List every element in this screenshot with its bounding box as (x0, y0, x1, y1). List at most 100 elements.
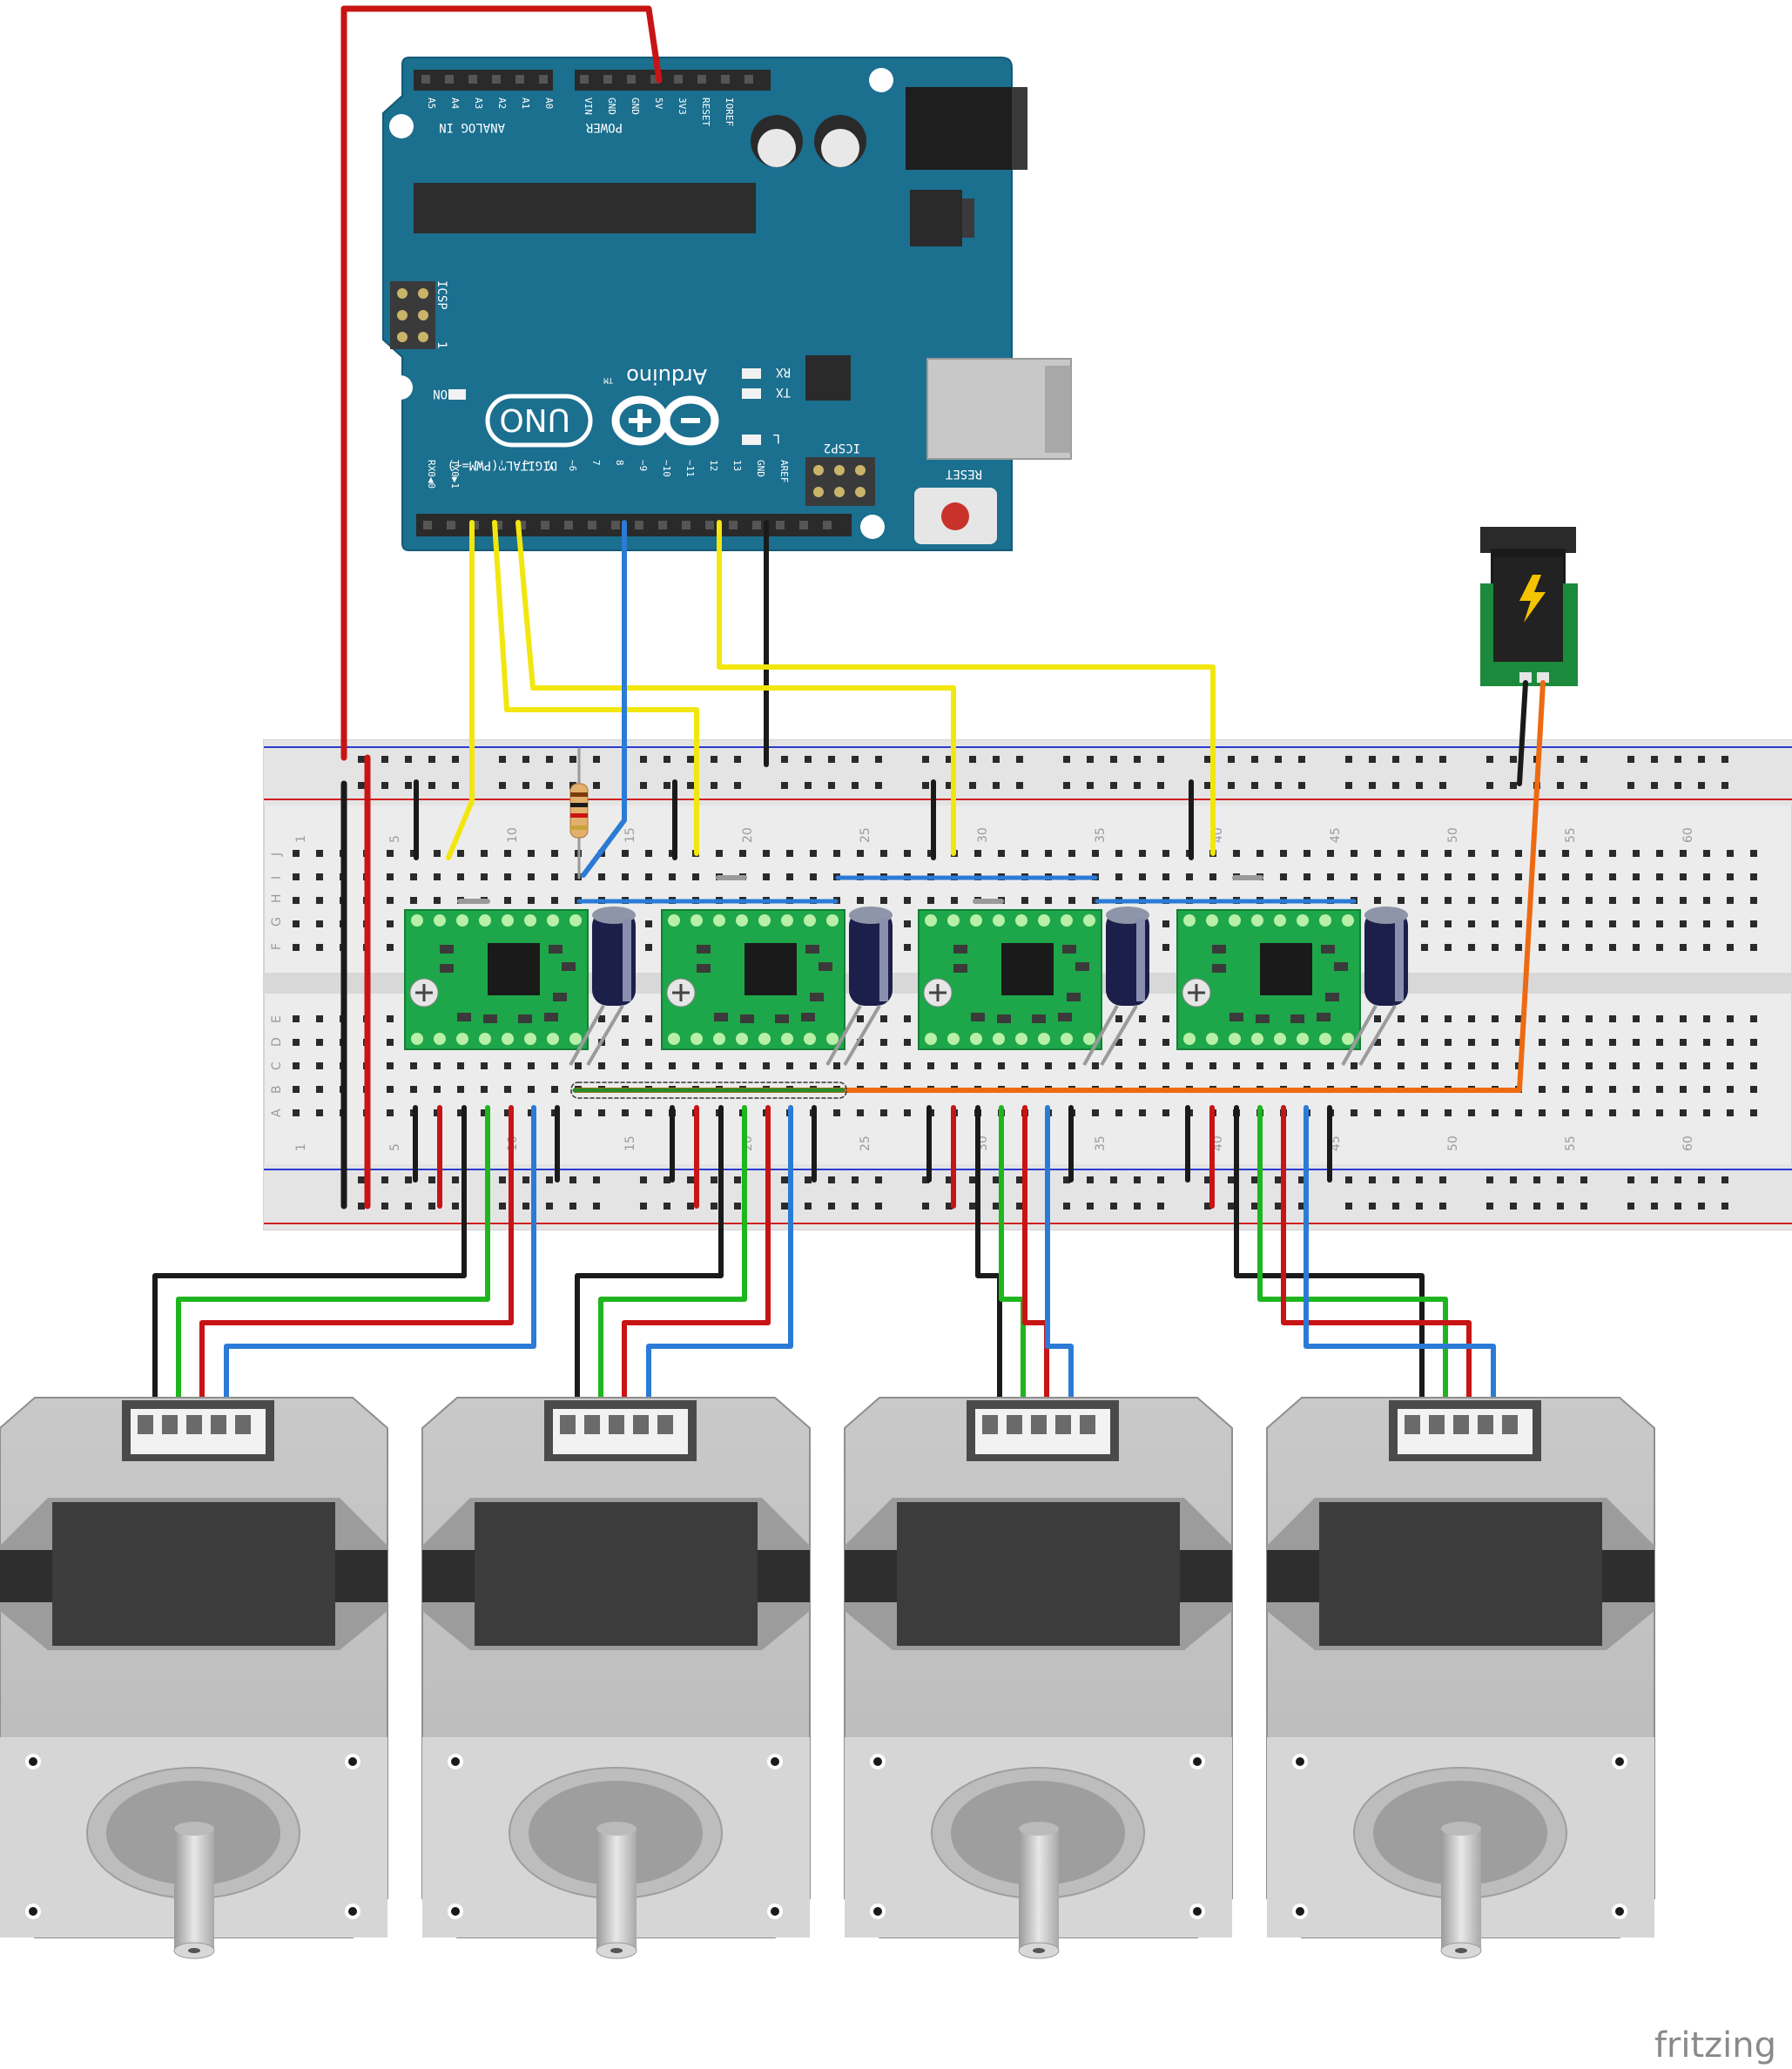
rail-hole (1134, 782, 1141, 789)
analog-pin-label: A5 (426, 98, 437, 109)
header-pin (627, 75, 636, 84)
breadboard-hole (622, 1062, 629, 1069)
rail-hole (1721, 1203, 1728, 1210)
breadboard-hole (1445, 920, 1452, 927)
rail-hole (664, 782, 670, 789)
breadboard-hole (528, 873, 535, 880)
breadboard-hole (880, 897, 887, 904)
rail-hole (428, 1203, 435, 1210)
breadboard-hole (1256, 850, 1263, 857)
rail-hole (1251, 756, 1258, 763)
digital-pin-label: 4 (520, 460, 531, 466)
breadboard-hole (481, 873, 488, 880)
rail-hole (1157, 782, 1164, 789)
breadboard-hole (387, 920, 394, 927)
breadboard-hole (1680, 944, 1687, 951)
breadboard-hole (880, 1109, 887, 1116)
rail-hole (1392, 1203, 1399, 1210)
row-number-top-60: 60 (1681, 827, 1695, 843)
breadboard-hole (410, 873, 417, 880)
power-pin-label: GND (606, 98, 617, 115)
row-letter-F: F (270, 943, 284, 950)
breadboard-hole (1515, 944, 1522, 951)
breadboard-hole (998, 1062, 1005, 1069)
breadboard-hole (1562, 944, 1569, 951)
header-pin (494, 521, 502, 529)
motor-coil-wire (1045, 1105, 1074, 1418)
breadboard-hole (1703, 1015, 1710, 1022)
rail-hole (1439, 756, 1446, 763)
breadboard-hole (387, 897, 394, 904)
breadboard-hole (316, 850, 323, 857)
breadboard-hole (974, 850, 981, 857)
mount-hole (1615, 1757, 1624, 1766)
breadboard-hole (1633, 920, 1640, 927)
breadboard-hole (1468, 944, 1475, 951)
wire-yellow-pin2 (446, 520, 475, 860)
breadboard-hole (1374, 1039, 1381, 1046)
rail-hole (546, 1176, 553, 1183)
breadboard-hole (716, 1062, 723, 1069)
mount-hole (451, 1757, 460, 1766)
rail-hole (828, 756, 835, 763)
rail-hole (711, 1203, 717, 1210)
rail-hole (1557, 1203, 1564, 1210)
breadboard-hole (1445, 1039, 1452, 1046)
breadboard-hole (293, 1039, 300, 1046)
rail-hole (828, 1176, 835, 1183)
breadboard-hole (1468, 1109, 1475, 1116)
power-pin-label: VIN (583, 98, 594, 115)
rail-hole (734, 756, 741, 763)
breadboard-hole (1727, 1015, 1734, 1022)
breadboard-hole (1492, 873, 1499, 880)
rail-hole (875, 1203, 882, 1210)
arduino-logo (485, 394, 719, 448)
rail-hole (993, 782, 1000, 789)
rail-hole (522, 756, 529, 763)
arduino-model-text: UNO (499, 401, 570, 437)
breadboard-hole (1656, 850, 1663, 857)
breadboard-hole (1539, 1039, 1546, 1046)
a4988-driver (918, 906, 1149, 1067)
breadboard-hole (880, 1015, 887, 1022)
mount-hole (1615, 1907, 1624, 1916)
digital-pin-label: TX0▶1 (449, 460, 461, 489)
breadboard-hole (739, 850, 746, 857)
rail-hole (711, 782, 717, 789)
rail-hole (852, 782, 859, 789)
row-letter-I: I (270, 876, 284, 879)
breadboard-hole (1609, 1039, 1616, 1046)
breadboard-hole (1233, 850, 1240, 857)
breadboard-hole (575, 1109, 582, 1116)
driver-pin (1251, 1033, 1263, 1045)
header-pin (564, 521, 573, 529)
motor-coil-wire (999, 1105, 1026, 1418)
digital-header (416, 514, 852, 536)
breadboard-hole (1421, 850, 1428, 857)
breadboard-hole (622, 873, 629, 880)
breadboard-hole (1750, 1039, 1757, 1046)
breadboard-hole (1139, 1039, 1146, 1046)
breadboard-hole (1539, 1015, 1546, 1022)
breadboard-hole (857, 1062, 864, 1069)
rail-hole (452, 1203, 459, 1210)
breadboard-hole (645, 920, 652, 927)
breadboard-hole (1703, 1086, 1710, 1093)
breadboard-hole (1139, 1015, 1146, 1022)
driver-pin (1342, 1033, 1354, 1045)
rail-hole (781, 1203, 788, 1210)
row-number-bottom-5: 5 (388, 1143, 402, 1151)
row-number-top-10: 10 (506, 827, 520, 843)
header-pin (721, 75, 730, 84)
rail-hole (1251, 1203, 1258, 1210)
mount-hole (388, 375, 413, 400)
rail-hole (381, 782, 388, 789)
breadboard-hole (598, 1109, 605, 1116)
row-number-bottom-25: 25 (859, 1136, 872, 1151)
breadboard-hole (763, 1062, 770, 1069)
mount-hole (873, 1907, 882, 1916)
breadboard-hole (1586, 897, 1593, 904)
rail-hole (664, 1176, 670, 1183)
breadboard-hole (1468, 850, 1475, 857)
breadboard-hole (1280, 873, 1287, 880)
